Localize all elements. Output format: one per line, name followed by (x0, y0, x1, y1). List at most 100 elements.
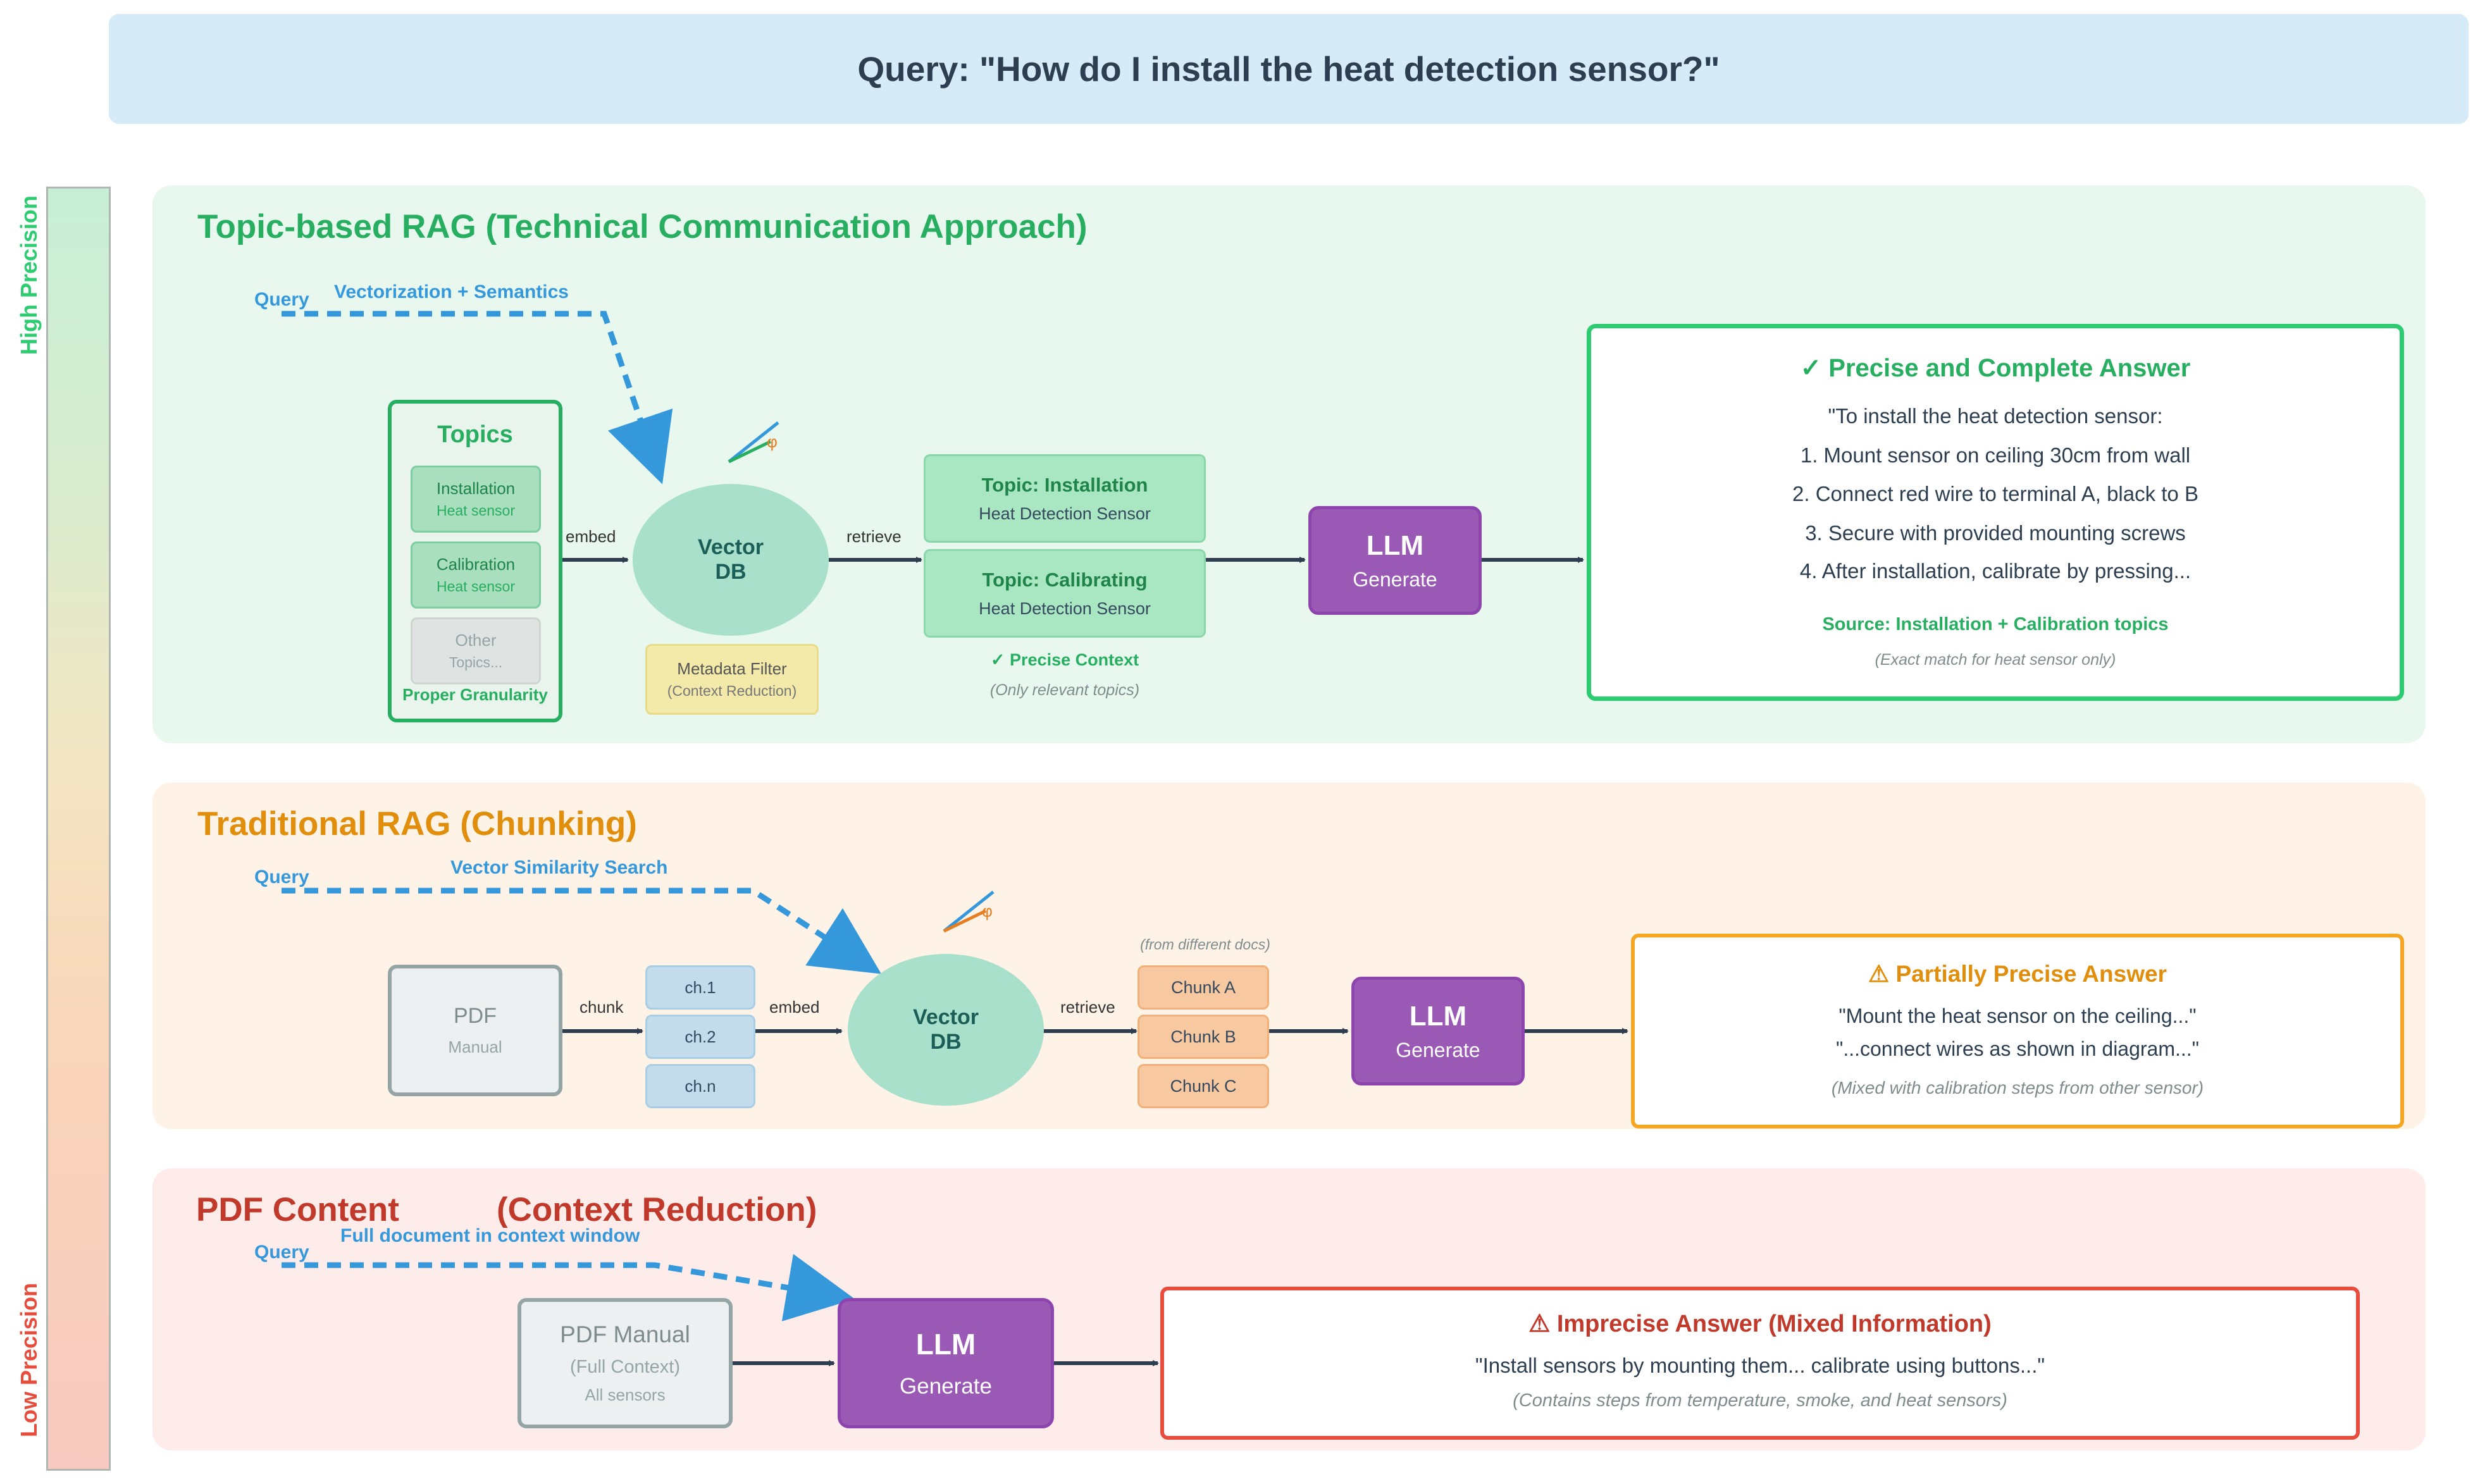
topics-footer: Proper Granularity (402, 685, 548, 704)
llm-sub: Generate (1353, 567, 1437, 591)
topic-path-label: Vectorization + Semantics (334, 281, 569, 302)
chunk-in-n[interactable]: ch.n (645, 1064, 755, 1108)
precise-answer-box: ✓ Precise and Complete Answer "To instal… (1587, 324, 2404, 701)
precise-answer-title: ✓ Precise and Complete Answer (1800, 354, 2191, 382)
topic-item-name: Other (455, 631, 497, 650)
precise-context-label: ✓ Precise Context (990, 650, 1139, 669)
answer-note: (Contains steps from temperature, smoke,… (1513, 1390, 2007, 1411)
answer-line: 1. Mount sensor on ceiling 30cm from wal… (1800, 443, 2191, 467)
retrieve-label: retrieve (846, 527, 902, 546)
result-title: Topic: Calibrating (982, 568, 1148, 591)
topic-item-installation[interactable]: Installation Heat sensor (411, 466, 541, 533)
angle-symbol-top: φ (767, 432, 778, 451)
vector-db-line1: Vector (913, 1005, 979, 1029)
pdf-query-label: Query (254, 1242, 309, 1263)
chunk-out-a[interactable]: Chunk A (1138, 965, 1269, 1010)
pdf-sub: Manual (448, 1037, 502, 1056)
metadata-filter-title: Metadata Filter (677, 659, 787, 678)
topic-item-name: Installation (436, 479, 516, 498)
llm-sub: Generate (900, 1374, 992, 1399)
query-header: Query: "How do I install the heat detect… (109, 14, 2469, 124)
chunk-in-label: ch.1 (685, 977, 716, 997)
pdf-sub: (Full Context) (569, 1357, 681, 1377)
topic-item-name: Calibration (436, 555, 516, 574)
result-topic-calibrating[interactable]: Topic: Calibrating Heat Detection Sensor (924, 549, 1206, 638)
traditional-path-label: Vector Similarity Search (450, 857, 668, 878)
answer-source: Source: Installation + Calibration topic… (1822, 614, 2169, 634)
pdf-manual-box[interactable]: PDF Manual (388, 965, 562, 1096)
vector-db-line2: DB (930, 1030, 962, 1054)
topic-query-label: Query (254, 289, 309, 310)
answer-note: (Exact match for heat sensor only) (1875, 651, 2116, 669)
topic-item-sub: Heat sensor (436, 502, 515, 519)
metadata-filter-sub: (Context Reduction) (667, 683, 797, 699)
angle-vectors-top (728, 421, 779, 464)
chunk-out-label: Chunk B (1170, 1027, 1236, 1046)
embed-label-2: embed (769, 998, 820, 1017)
result-topic-installation[interactable]: Topic: Installation Heat Detection Senso… (924, 454, 1206, 543)
angle-vectors-mid (943, 891, 995, 933)
answer-line: "To install the heat detection sensor: (1828, 404, 2163, 428)
topic-rag-title: Topic-based RAG (Technical Communication… (197, 208, 1088, 245)
imprecise-answer-title: ⚠ Imprecise Answer (Mixed Information) (1528, 1311, 1992, 1337)
llm-mid[interactable]: LLM Generate (1351, 977, 1525, 1085)
answer-note: (Mixed with calibration steps from other… (1831, 1078, 2204, 1098)
chunk-out-b[interactable]: Chunk B (1138, 1015, 1269, 1059)
from-different-docs-note: (from different docs) (1140, 936, 1270, 953)
llm-title: LLM (915, 1328, 976, 1361)
topic-item-sub: Topics... (449, 654, 503, 671)
pdf-full-context-box[interactable]: PDF Manual (Full Context) All sensors (518, 1298, 733, 1428)
chunk-out-label: Chunk C (1170, 1076, 1237, 1096)
partial-answer-box: ⚠ Partially Precise Answer "Mount the he… (1631, 934, 2404, 1128)
chunk-out-label: Chunk A (1170, 977, 1236, 997)
chunk-out-c[interactable]: Chunk C (1138, 1064, 1269, 1108)
llm-top[interactable]: LLM Generate (1308, 506, 1482, 615)
imprecise-answer-box: ⚠ Imprecise Answer (Mixed Information) "… (1160, 1287, 2360, 1440)
vector-db-top[interactable]: Vector DB (633, 484, 829, 636)
result-title: Topic: Installation (981, 473, 1148, 496)
result-sub: Heat Detection Sensor (979, 598, 1151, 618)
answer-line: 3. Secure with provided mounting screws (1805, 521, 2186, 545)
traditional-query-label: Query (254, 867, 309, 887)
retrieve-label-2: retrieve (1060, 998, 1115, 1017)
chunk-label: chunk (580, 998, 624, 1017)
chunk-in-2[interactable]: ch.2 (645, 1015, 755, 1059)
vector-db-line2: DB (715, 560, 747, 584)
topics-box: Topics Installation Heat sensor Calibrat… (388, 400, 562, 722)
pdf-path-label: Full document in context window (340, 1225, 640, 1246)
llm-sub: Generate (1396, 1038, 1480, 1061)
chunk-in-label: ch.2 (685, 1027, 716, 1046)
query-path-topic (282, 311, 673, 485)
result-sub: Heat Detection Sensor (979, 504, 1151, 523)
llm-title: LLM (1366, 529, 1424, 561)
topic-item-other[interactable]: Other Topics... (411, 617, 541, 684)
traditional-rag-title: Traditional RAG (Chunking) (197, 805, 637, 843)
chunk-in-label: ch.n (685, 1076, 716, 1096)
pdf-content-title: PDF Content (196, 1191, 399, 1228)
answer-line: "Mount the heat sensor on the ceiling...… (1838, 1005, 2197, 1027)
metadata-filter: Metadata Filter (Context Reduction) (645, 644, 819, 715)
precision-gradient-bar (46, 187, 111, 1471)
topics-heading: Topics (437, 421, 513, 448)
chunk-in-1[interactable]: ch.1 (645, 965, 755, 1010)
answer-line: 2. Connect red wire to terminal A, black… (1792, 482, 2198, 505)
answer-line: "...connect wires as shown in diagram...… (1835, 1037, 2200, 1060)
vector-db-mid[interactable]: Vector DB (848, 954, 1044, 1106)
pdf-content-title-2: (Context Reduction) (497, 1191, 817, 1228)
precise-context-note: (Only relevant topics) (989, 681, 1140, 699)
topic-item-calibration[interactable]: Calibration Heat sensor (411, 541, 541, 609)
angle-symbol-mid: φ (982, 901, 993, 920)
query-path-traditional (282, 887, 882, 974)
pdf-title: PDF Manual (560, 1321, 690, 1347)
llm-title: LLM (1409, 1000, 1467, 1032)
partial-answer-title: ⚠ Partially Precise Answer (1868, 961, 2167, 987)
answer-line: 4. After installation, calibrate by pres… (1799, 559, 2192, 583)
query-text: Query: "How do I install the heat detect… (857, 49, 1720, 89)
query-path-pdf (282, 1254, 855, 1321)
llm-bottom[interactable]: LLM Generate (838, 1298, 1054, 1428)
topic-item-sub: Heat sensor (436, 578, 515, 595)
pdf-sub-2: All sensors (585, 1385, 666, 1404)
pdf-title: PDF (454, 1004, 497, 1028)
vector-db-line1: Vector (698, 535, 764, 559)
